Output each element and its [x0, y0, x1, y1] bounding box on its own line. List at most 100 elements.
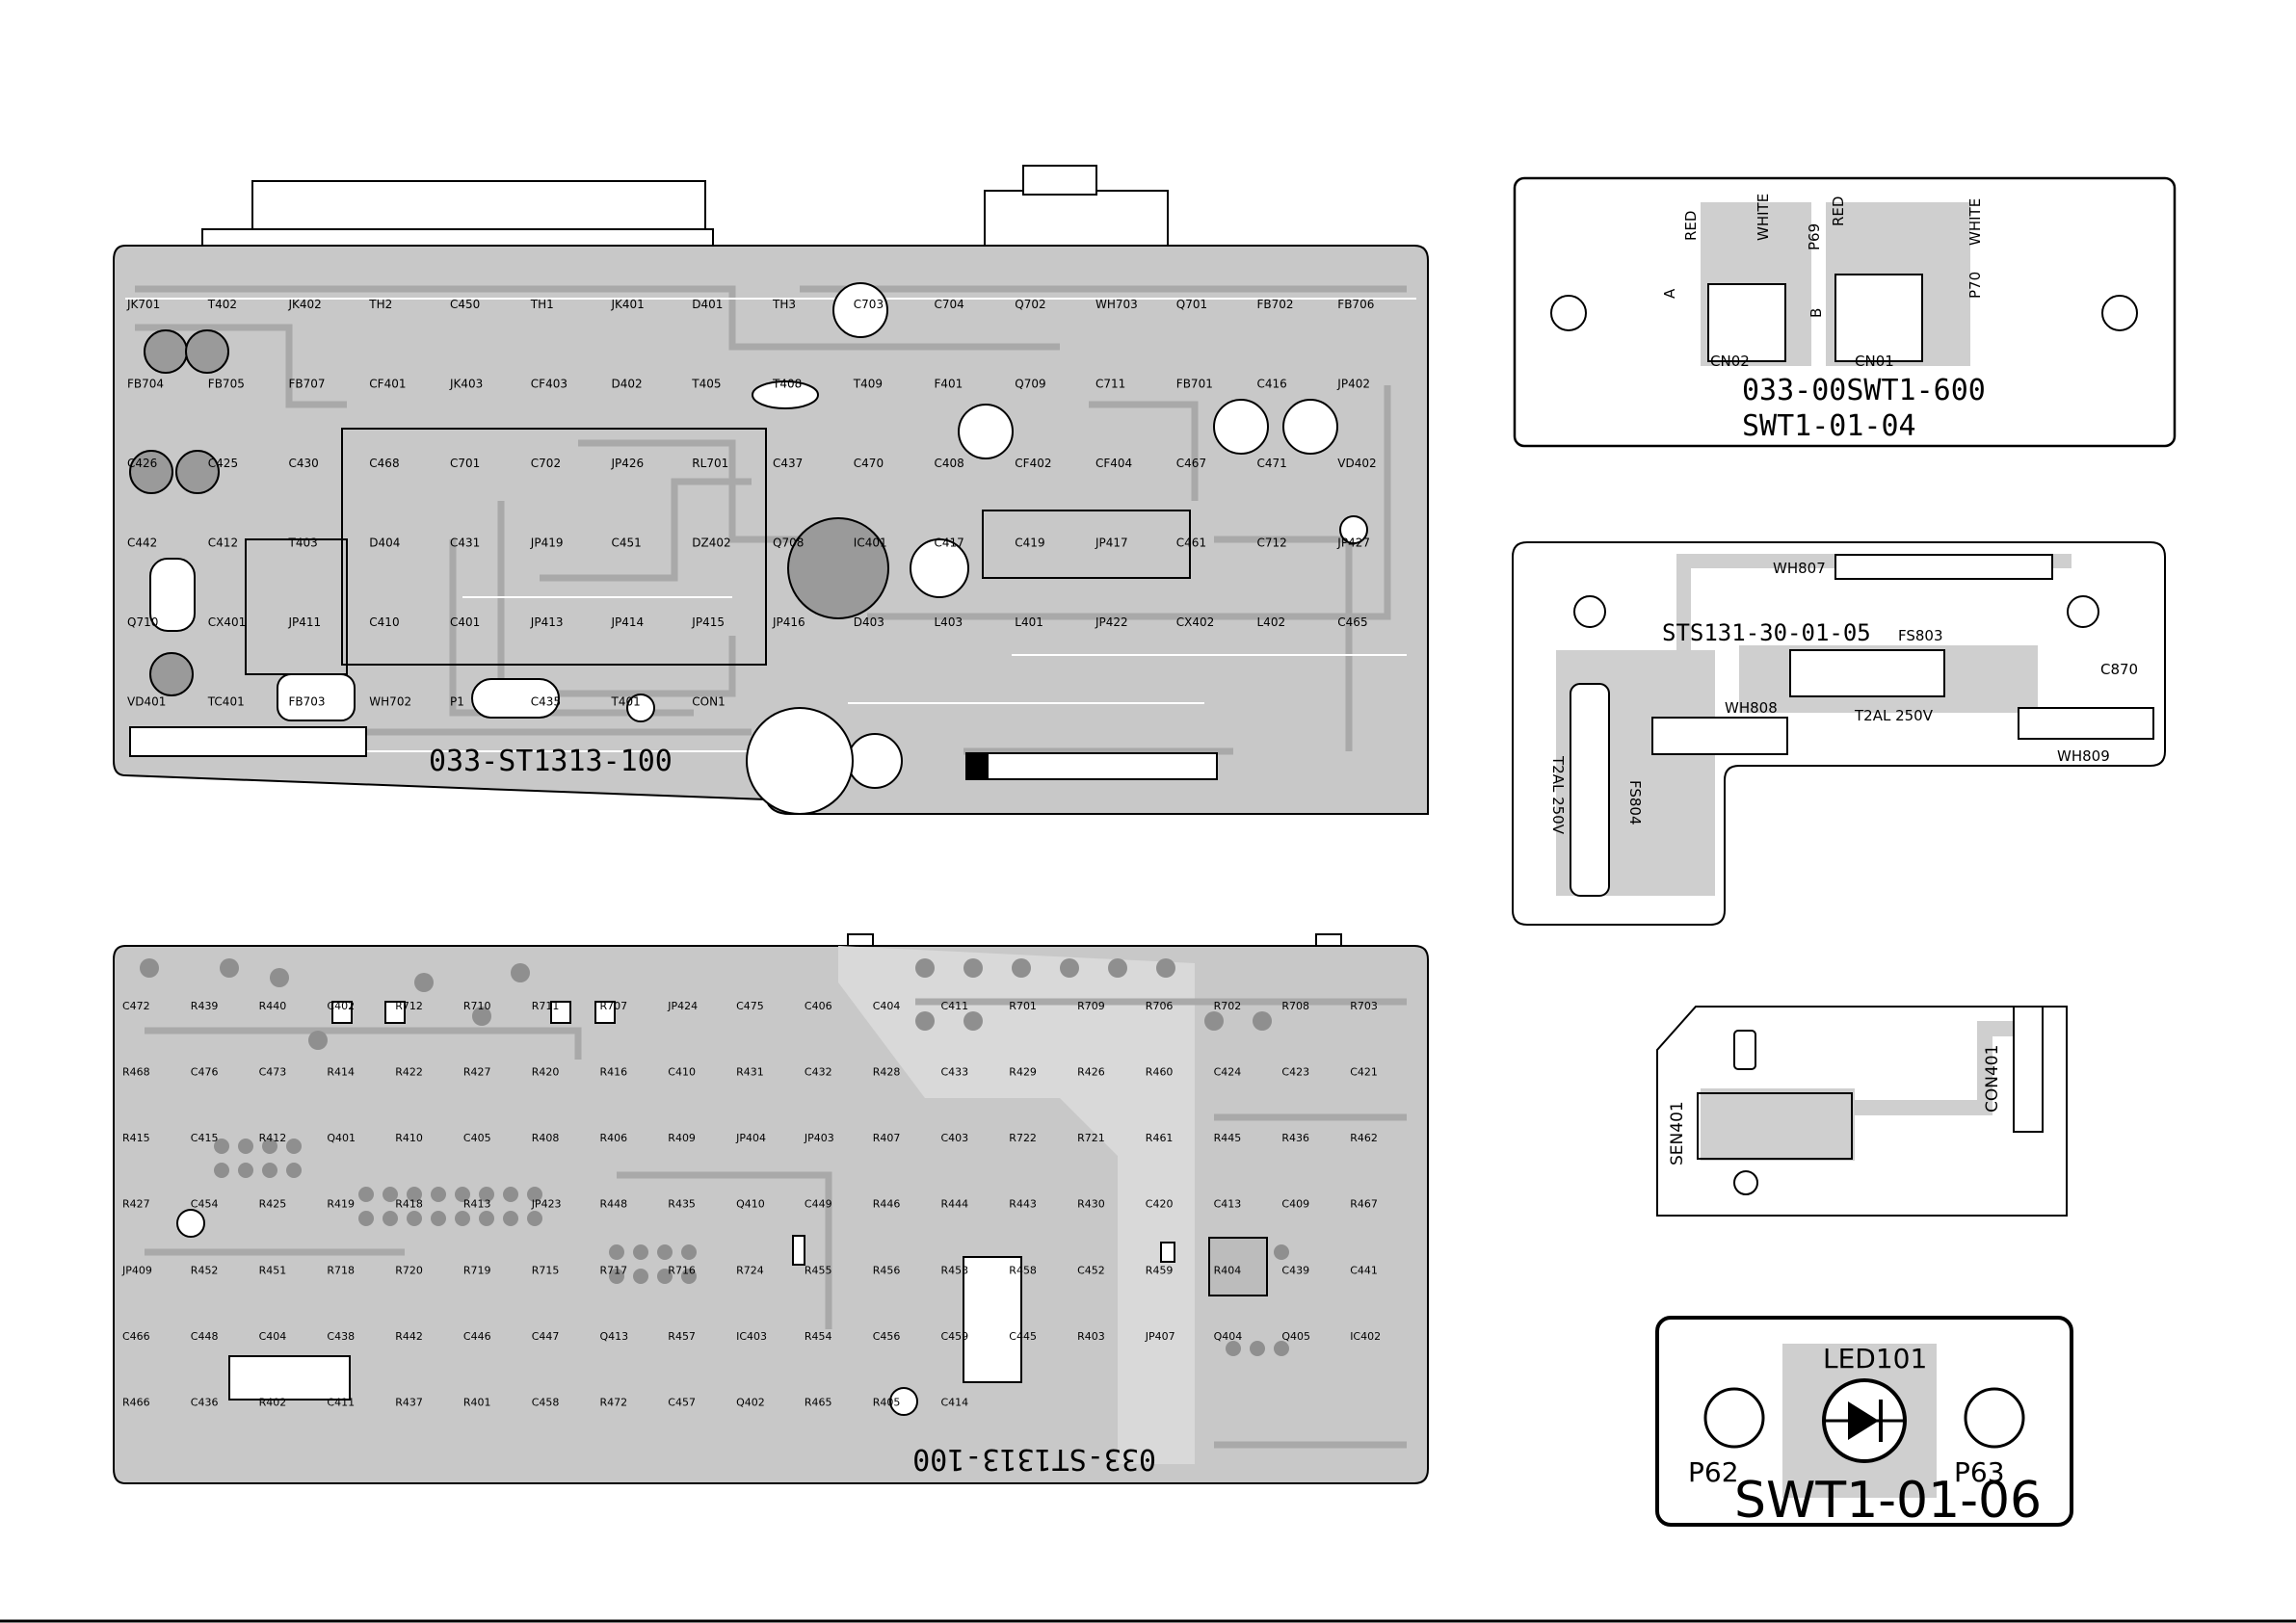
component-designator: P62 — [1688, 1456, 1739, 1488]
component-designator: R444 — [941, 1198, 969, 1211]
component-designator: R420 — [532, 1066, 560, 1079]
component-designator: R405 — [873, 1396, 901, 1408]
component-designator: R427 — [463, 1066, 491, 1079]
component-designator: C420 — [1146, 1198, 1174, 1211]
component-designator: JP409 — [121, 1264, 152, 1276]
component-designator: JK701 — [126, 298, 160, 311]
component-designator: C449 — [805, 1198, 832, 1211]
main-bottom-code: 033-ST1313-100 — [912, 1442, 1156, 1476]
component-designator: C471 — [1257, 457, 1287, 470]
component-designator: TH1 — [530, 298, 554, 311]
component-designator: R715 — [532, 1264, 560, 1276]
component-designator: T405 — [691, 377, 721, 390]
component-designator: R428 — [873, 1066, 901, 1079]
component-designator: R703 — [1350, 1000, 1378, 1012]
component-designator: IC402 — [1350, 1330, 1381, 1343]
component-designator: R403 — [1077, 1330, 1105, 1343]
component-designator: C445 — [1009, 1330, 1037, 1343]
component-designator: C711 — [1095, 377, 1125, 390]
component-designator: Q405 — [1281, 1330, 1310, 1343]
component-designator: R439 — [191, 1000, 219, 1012]
component-designator: C430 — [289, 457, 319, 470]
component-designator: C405 — [463, 1132, 491, 1144]
component-designator: R416 — [600, 1066, 628, 1079]
component-designator: L403 — [935, 615, 963, 629]
component-designator: T408 — [772, 377, 802, 390]
component-designator: R414 — [327, 1066, 355, 1079]
component-designator: C411 — [941, 1000, 969, 1012]
component-designator: C475 — [736, 1000, 764, 1012]
component-designator: C703 — [854, 298, 884, 311]
component-designator: L401 — [1015, 615, 1043, 629]
component-designator: D402 — [612, 377, 643, 390]
component-designator: R709 — [1077, 1000, 1105, 1012]
component-designator: Q710 — [127, 615, 158, 629]
component-designator: C467 — [1176, 457, 1206, 470]
component-designator: R442 — [395, 1330, 423, 1343]
component-designator: WH808 — [1725, 699, 1778, 717]
component-designator: R706 — [1146, 1000, 1174, 1012]
component-designator: CN01 — [1855, 353, 1894, 370]
component-designator: C411 — [327, 1396, 355, 1408]
component-designator: R448 — [600, 1198, 628, 1211]
component-designator: R435 — [668, 1198, 696, 1211]
component-designator: DZ402 — [692, 536, 730, 549]
component-designator: C404 — [873, 1000, 901, 1012]
component-designator: JP426 — [611, 457, 645, 470]
main-top-code: 033-ST1313-100 — [429, 745, 673, 778]
component-designator: RL701 — [692, 457, 728, 470]
component-designator: R468 — [122, 1066, 150, 1079]
component-designator: P63 — [1954, 1456, 2005, 1488]
component-designator: R409 — [668, 1132, 696, 1144]
board-swt1-600: 033-00SWT1-600 SWT1-01-04 — [1513, 176, 2177, 448]
component-designator: C450 — [450, 298, 480, 311]
component-designator: L402 — [1257, 615, 1286, 629]
component-designator: C417 — [935, 536, 964, 549]
component-designator: CF402 — [1015, 457, 1051, 470]
component-designator: P1 — [450, 694, 464, 708]
component-designator: JP424 — [667, 1000, 698, 1012]
component-designator: C702 — [531, 457, 561, 470]
component-designator: WH807 — [1773, 560, 1826, 577]
component-designator: C447 — [532, 1330, 560, 1343]
component-designator: R453 — [941, 1264, 969, 1276]
component-designator: C425 — [208, 457, 238, 470]
component-designator: Q413 — [600, 1330, 629, 1343]
component-designator: VD401 — [127, 694, 166, 708]
component-designator: C473 — [259, 1066, 287, 1079]
component-designator: JP422 — [1095, 615, 1128, 629]
component-designator: FB703 — [289, 694, 326, 708]
component-designator: D403 — [854, 615, 884, 629]
component-designator: R724 — [736, 1264, 764, 1276]
component-designator: R710 — [463, 1000, 491, 1012]
component-designator: R721 — [1077, 1132, 1105, 1144]
component-designator: FB705 — [208, 377, 245, 390]
component-designator: C401 — [450, 615, 480, 629]
component-designator: R452 — [191, 1264, 219, 1276]
component-designator: C421 — [1350, 1066, 1378, 1079]
component-designator: JK403 — [449, 377, 483, 390]
component-designator: R408 — [532, 1132, 560, 1144]
component-designator: FB704 — [127, 377, 164, 390]
component-designator: C433 — [941, 1066, 969, 1079]
component-designator: R422 — [395, 1066, 423, 1079]
component-designator: JP413 — [530, 615, 564, 629]
component-designator: R427 — [122, 1198, 150, 1211]
component-designator: Q702 — [1015, 298, 1045, 311]
component-designator: JP404 — [735, 1132, 766, 1144]
component-designator: C412 — [208, 536, 238, 549]
component-designator: Q708 — [773, 536, 804, 549]
component-designator: C404 — [259, 1330, 287, 1343]
component-designator: JP403 — [804, 1132, 834, 1144]
component-designator: T403 — [288, 536, 318, 549]
component-designator: C415 — [191, 1132, 219, 1144]
component-designator: R436 — [1281, 1132, 1309, 1144]
component-designator: R460 — [1146, 1066, 1174, 1079]
component-designator: R429 — [1009, 1066, 1037, 1079]
component-designator: TH3 — [772, 298, 796, 311]
component-designator: C448 — [191, 1330, 219, 1343]
component-designator: C438 — [327, 1330, 355, 1343]
